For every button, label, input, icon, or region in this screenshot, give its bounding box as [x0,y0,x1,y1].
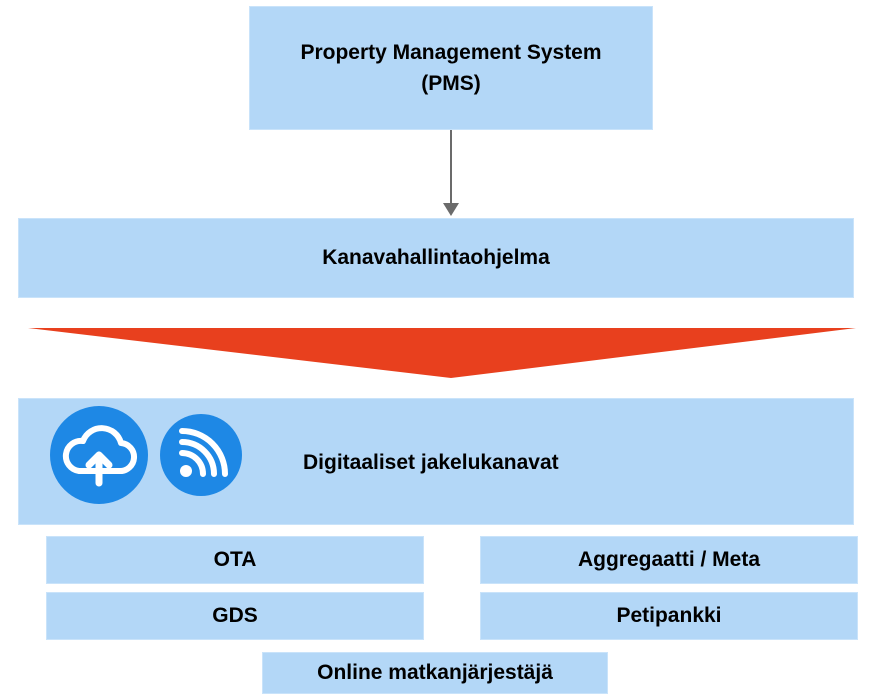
digital-channels-box: Digitaaliset jakelukanavat [18,398,854,525]
gds-box: GDS [46,592,424,640]
ota-label: OTA [213,548,257,571]
pms-box: Property Management System (PMS) [249,6,653,130]
aggregator-box: Aggregaatti / Meta [480,536,858,584]
cloud-upload-icon [50,406,148,504]
pms-abbreviation: (PMS) [421,72,481,95]
bedbank-label: Petipankki [616,604,722,627]
tour-operator-box: Online matkanjärjestäjä [262,652,608,694]
rss-feed-icon [160,414,242,496]
tour-operator-label: Online matkanjärjestäjä [317,661,553,684]
channel-manager-box: Kanavahallintaohjelma [18,218,854,298]
channel-manager-label: Kanavahallintaohjelma [322,246,550,269]
pms-title: Property Management System [300,41,602,64]
ota-box: OTA [46,536,424,584]
aggregator-label: Aggregaatti / Meta [577,548,761,571]
bedbank-box: Petipankki [480,592,858,640]
arrow-head [443,203,459,216]
digital-channels-label: Digitaaliset jakelukanavat [303,450,559,474]
gds-label: GDS [212,604,258,627]
distribution-funnel [28,328,856,378]
